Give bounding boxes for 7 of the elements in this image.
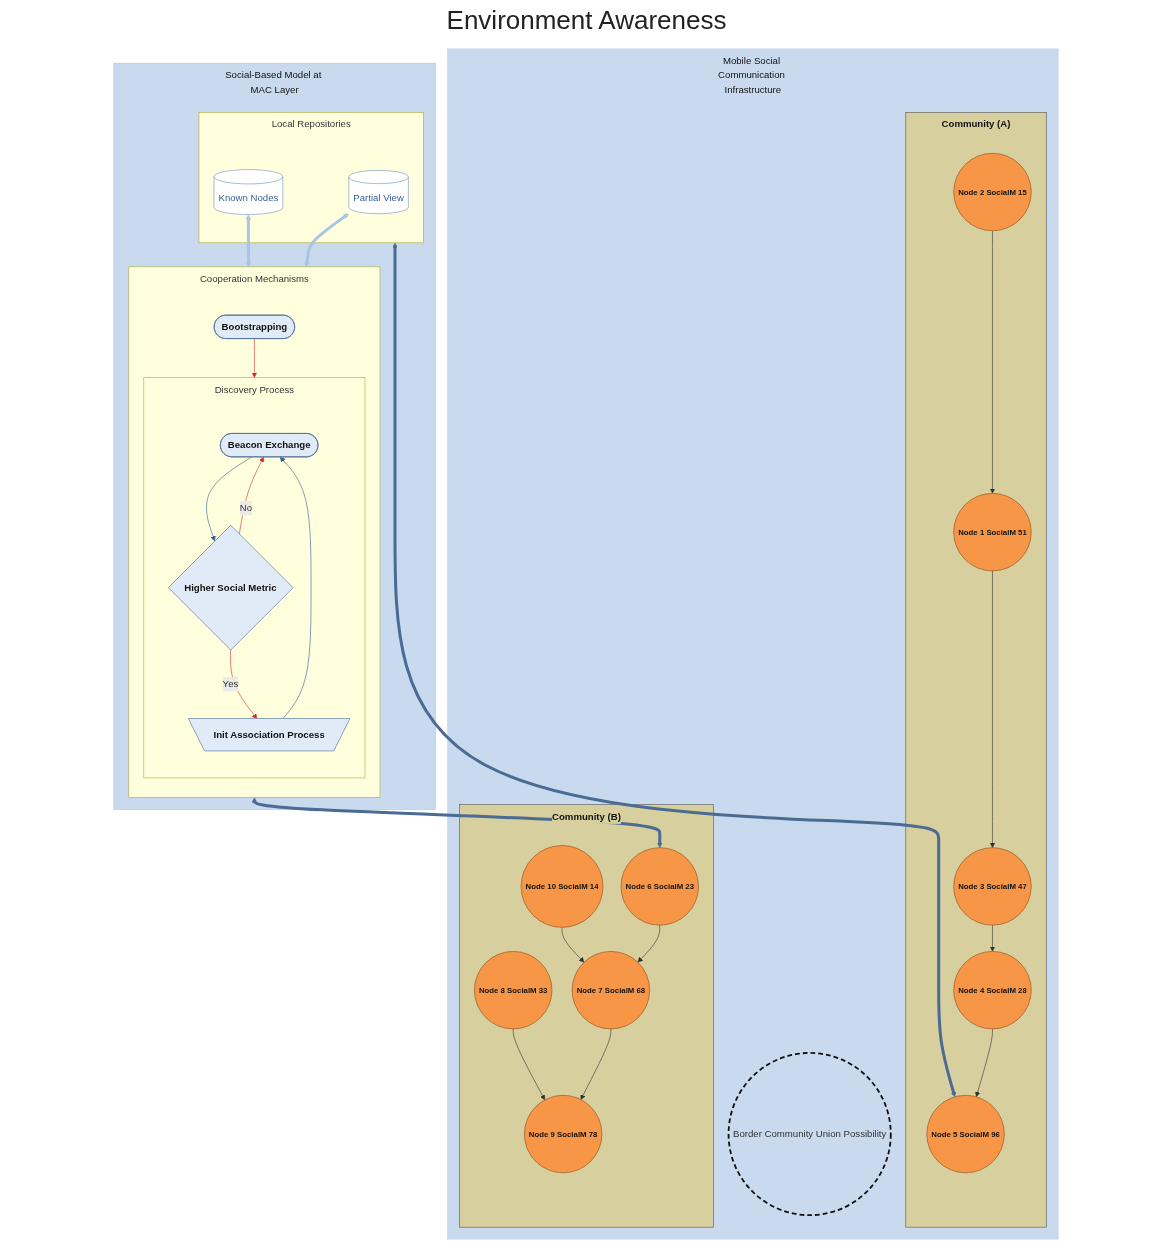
annotation-text: Environment Awareness	[446, 4, 727, 36]
arrow	[304, 213, 350, 268]
node-diamond: Higher Social Metric	[168, 525, 294, 651]
node-circle: Border Community Union Possibility	[728, 1052, 893, 1217]
edge-label: No	[240, 502, 253, 514]
edge-label: Yes	[223, 678, 239, 690]
arrow	[246, 214, 252, 268]
